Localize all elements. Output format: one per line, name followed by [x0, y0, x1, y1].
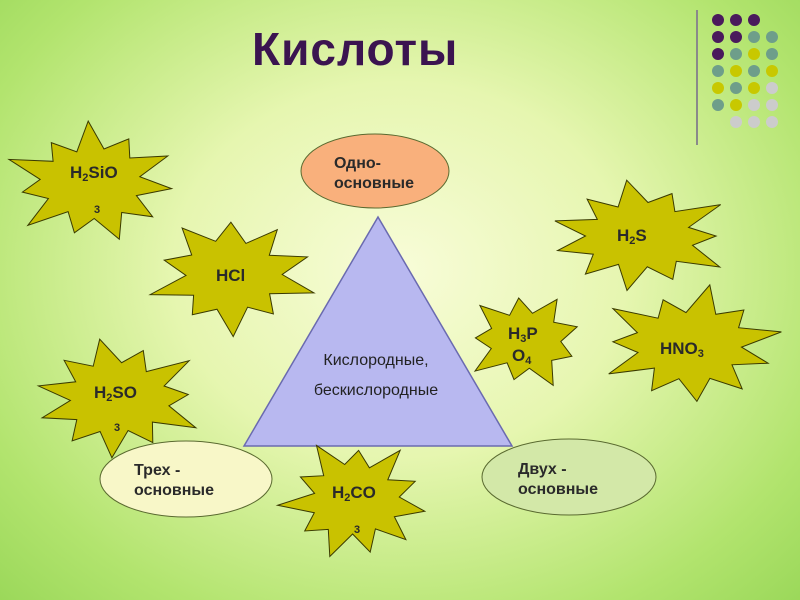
center-label: Кислородные, бескислородные [286, 346, 466, 407]
decorative-dot [766, 31, 778, 43]
decorative-dot [712, 65, 724, 77]
acid-h2so3-line2: 3 [114, 421, 121, 434]
acid-h2s: H2S [617, 226, 647, 247]
decorative-dot [748, 116, 760, 128]
decorative-dot [730, 48, 742, 60]
decorative-dot [766, 65, 778, 77]
category-dvukh: Двух - основные [518, 460, 598, 500]
acid-h3po4: H3P O4 [508, 324, 538, 367]
decorative-dot [712, 31, 724, 43]
category-odno-line2: основные [334, 175, 414, 192]
triangle [242, 215, 514, 447]
category-trekh-line2: основные [134, 482, 214, 499]
burst-h2so3 [36, 338, 198, 459]
ellipse-trekh [99, 440, 273, 518]
burst-group [7, 119, 782, 558]
burst-h2sio3 [7, 119, 174, 241]
acid-hcl: HCl [216, 266, 246, 285]
decorative-dot [766, 48, 778, 60]
category-trekh: Трех - основные [134, 461, 214, 501]
decorative-dot [712, 82, 724, 94]
decorative-dot [712, 99, 724, 111]
acid-h2sio3-line2: 3 [94, 203, 101, 216]
category-trekh-line1: Трех - [134, 462, 181, 479]
ellipse-odno [300, 133, 450, 209]
category-dvukh-line2: основные [518, 481, 598, 498]
decorative-dot [748, 31, 760, 43]
burst-h2s [554, 179, 722, 292]
acid-h3po4-line1: H3P [508, 324, 538, 345]
decorative-dot [766, 82, 778, 94]
decorative-dot [748, 99, 760, 111]
decorative-dot [748, 65, 760, 77]
acid-hno3: HNO3 [660, 339, 704, 360]
acid-h2sio3-line1: H2SiO [70, 163, 118, 184]
category-odno-line1: Одно- [334, 155, 381, 172]
burst-hcl [148, 221, 316, 338]
burst-hno3 [608, 283, 782, 403]
decorative-dot [730, 82, 742, 94]
acid-h2co3-line2: 3 [354, 523, 361, 536]
decorative-divider [696, 10, 698, 145]
acid-h2sio3: H2SiO 3 [70, 163, 118, 216]
decorative-dot [712, 48, 724, 60]
decorative-dot [730, 14, 742, 26]
category-dvukh-line1: Двух - [518, 461, 567, 478]
decorative-dot [730, 65, 742, 77]
acid-h3po4-line2: O4 [512, 345, 532, 367]
decorative-dot [730, 99, 742, 111]
decorative-dot [712, 14, 724, 26]
acid-h2co3: H2CO 3 [332, 483, 376, 536]
ellipse-dvukh [481, 438, 657, 516]
acid-h2so3-line1: H2SO [94, 383, 137, 404]
decorative-dot [748, 82, 760, 94]
acid-h2so3: H2SO 3 [94, 383, 137, 434]
burst-h2co3 [275, 444, 427, 558]
decorative-dot [748, 14, 760, 26]
decorative-dot [766, 99, 778, 111]
decorative-dot [748, 48, 760, 60]
decorative-dot [730, 116, 742, 128]
center-line1: Кислородные, [323, 352, 429, 369]
category-odno: Одно- основные [334, 154, 414, 194]
decorative-dot [730, 31, 742, 43]
acid-h2co3-line1: H2CO [332, 483, 376, 504]
slide-title: Кислоты [252, 23, 459, 75]
center-line2: бескислородные [313, 382, 439, 400]
burst-h3po4 [473, 297, 579, 387]
decorative-dot [766, 116, 778, 128]
